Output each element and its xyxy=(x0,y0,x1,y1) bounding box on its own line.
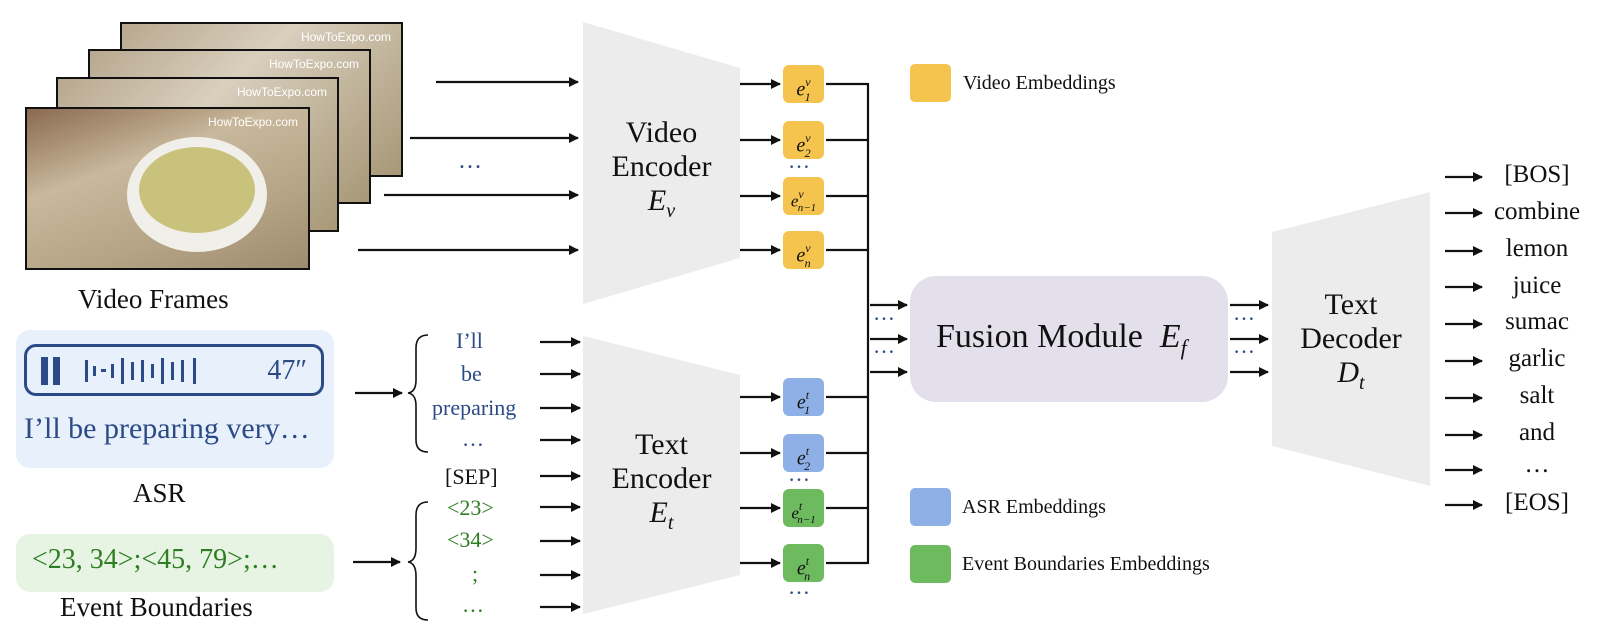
text-encoder-line1: Text xyxy=(635,428,688,461)
text-encoder-symbol: Et xyxy=(649,496,674,534)
video-frames-ellipsis: … xyxy=(458,148,482,174)
video-encoder-label: Video Encoder Ev xyxy=(583,116,740,228)
text-embedding-n: etn xyxy=(783,544,824,583)
output-token: salt xyxy=(1519,382,1555,409)
frame-watermark: HowToExpo.com xyxy=(236,85,327,99)
text-decoder-line2: Decoder xyxy=(1300,322,1402,355)
asr-label: ASR xyxy=(133,478,186,508)
video-encoder-symbol: Ev xyxy=(647,184,676,222)
output-token: garlic xyxy=(1508,345,1566,372)
bowl-liquid xyxy=(139,147,255,233)
video-embedding-1: ev1 xyxy=(783,65,824,104)
asr-token: preparing xyxy=(432,395,517,420)
frame-arrows xyxy=(358,77,579,255)
asr-transcript: I’ll be preparing very… xyxy=(24,412,310,445)
frame-watermark: HowToExpo.com xyxy=(268,57,359,71)
text-embedding-dots: … xyxy=(788,461,810,486)
event-token: ; xyxy=(472,561,479,586)
input-arrows xyxy=(353,388,403,567)
frame-watermark: HowToExpo.com xyxy=(300,30,391,44)
fusion-module-label: Fusion Module Ef xyxy=(936,318,1187,360)
text-embedding-dots-bottom: … xyxy=(788,574,810,599)
output-token: [EOS] xyxy=(1505,489,1569,516)
asr-token: I’ll xyxy=(456,328,483,353)
event-boundaries-label: Event Boundaries xyxy=(60,592,253,622)
video-frame-1: HowToExpo.com xyxy=(25,107,310,270)
video-frames-label: Video Frames xyxy=(78,284,229,314)
output-token: juice xyxy=(1512,272,1562,299)
text-embedding-2: et2 xyxy=(783,434,824,473)
fusion-output-arrows xyxy=(1230,300,1269,377)
text-decoder-line1: Text xyxy=(1324,288,1378,321)
legend-asr-swatch xyxy=(910,488,951,526)
fusion-module-box xyxy=(910,276,1228,402)
text-decoder-shape xyxy=(1272,192,1430,486)
video-embedding-n-1: evn−1 xyxy=(783,177,824,215)
asr-panel: 47″ I’ll be preparing very… xyxy=(16,330,334,468)
output-token: lemon xyxy=(1505,235,1569,262)
fusion-input-dots: … xyxy=(873,333,895,358)
legend-event-swatch xyxy=(910,545,951,583)
text-encoder-shape xyxy=(583,336,740,614)
legend-video-swatch xyxy=(910,64,951,102)
text-decoder-symbol: Dt xyxy=(1337,356,1365,394)
text-embedding-n-1: etn−1 xyxy=(783,489,824,527)
embedding-bus xyxy=(826,82,870,565)
fusion-input-arrows xyxy=(870,300,908,377)
frame-watermark: HowToExpo.com xyxy=(207,115,298,129)
output-token: … xyxy=(1524,451,1550,478)
fusion-output-dots: … xyxy=(1233,333,1255,358)
output-token: sumac xyxy=(1505,308,1569,335)
video-encoder-line1: Video xyxy=(625,116,698,149)
text-encoder-label: Text Encoder Et xyxy=(583,428,740,540)
event-boundaries-panel: <23, 34>;<45, 79>;… xyxy=(16,534,334,592)
encoder-output-arrows xyxy=(740,79,781,568)
asr-brace xyxy=(407,334,429,453)
legend-video-label: Video Embeddings xyxy=(963,72,1116,94)
token-arrows xyxy=(540,337,581,612)
video-embedding-dots: … xyxy=(788,148,810,173)
legend-asr-label: ASR Embeddings xyxy=(962,496,1106,518)
decoder-output-arrows xyxy=(1445,172,1483,510)
legend-event-label: Event Boundaries Embeddings xyxy=(962,553,1210,575)
asr-token: … xyxy=(462,426,484,451)
waveform-icon xyxy=(85,358,196,384)
video-encoder-line2: Encoder xyxy=(611,150,712,183)
text-decoder-label: Text Decoder Dt xyxy=(1272,288,1430,400)
video-embedding-n: evn xyxy=(783,231,824,270)
pause-icon[interactable] xyxy=(41,357,63,385)
text-encoder-line2: Encoder xyxy=(611,462,712,495)
separator-token: [SEP] xyxy=(445,464,498,489)
fusion-output-dots: … xyxy=(1233,300,1255,325)
output-token: [BOS] xyxy=(1504,161,1570,188)
event-token: … xyxy=(462,592,484,617)
output-token: and xyxy=(1518,419,1556,446)
video-encoder-shape xyxy=(583,22,740,304)
asr-token: be xyxy=(461,361,482,386)
output-token: combine xyxy=(1493,198,1581,225)
event-token: <34> xyxy=(447,527,494,552)
video-embedding-2: ev2 xyxy=(783,121,824,160)
fusion-input-dots: … xyxy=(873,300,895,325)
event-boundaries-text: <23, 34>;<45, 79>;… xyxy=(32,544,279,575)
audio-player[interactable]: 47″ xyxy=(24,344,324,396)
audio-duration: 47″ xyxy=(267,355,307,386)
event-token: <23> xyxy=(447,495,494,520)
event-brace xyxy=(407,501,429,621)
text-embedding-1: et1 xyxy=(783,378,824,417)
